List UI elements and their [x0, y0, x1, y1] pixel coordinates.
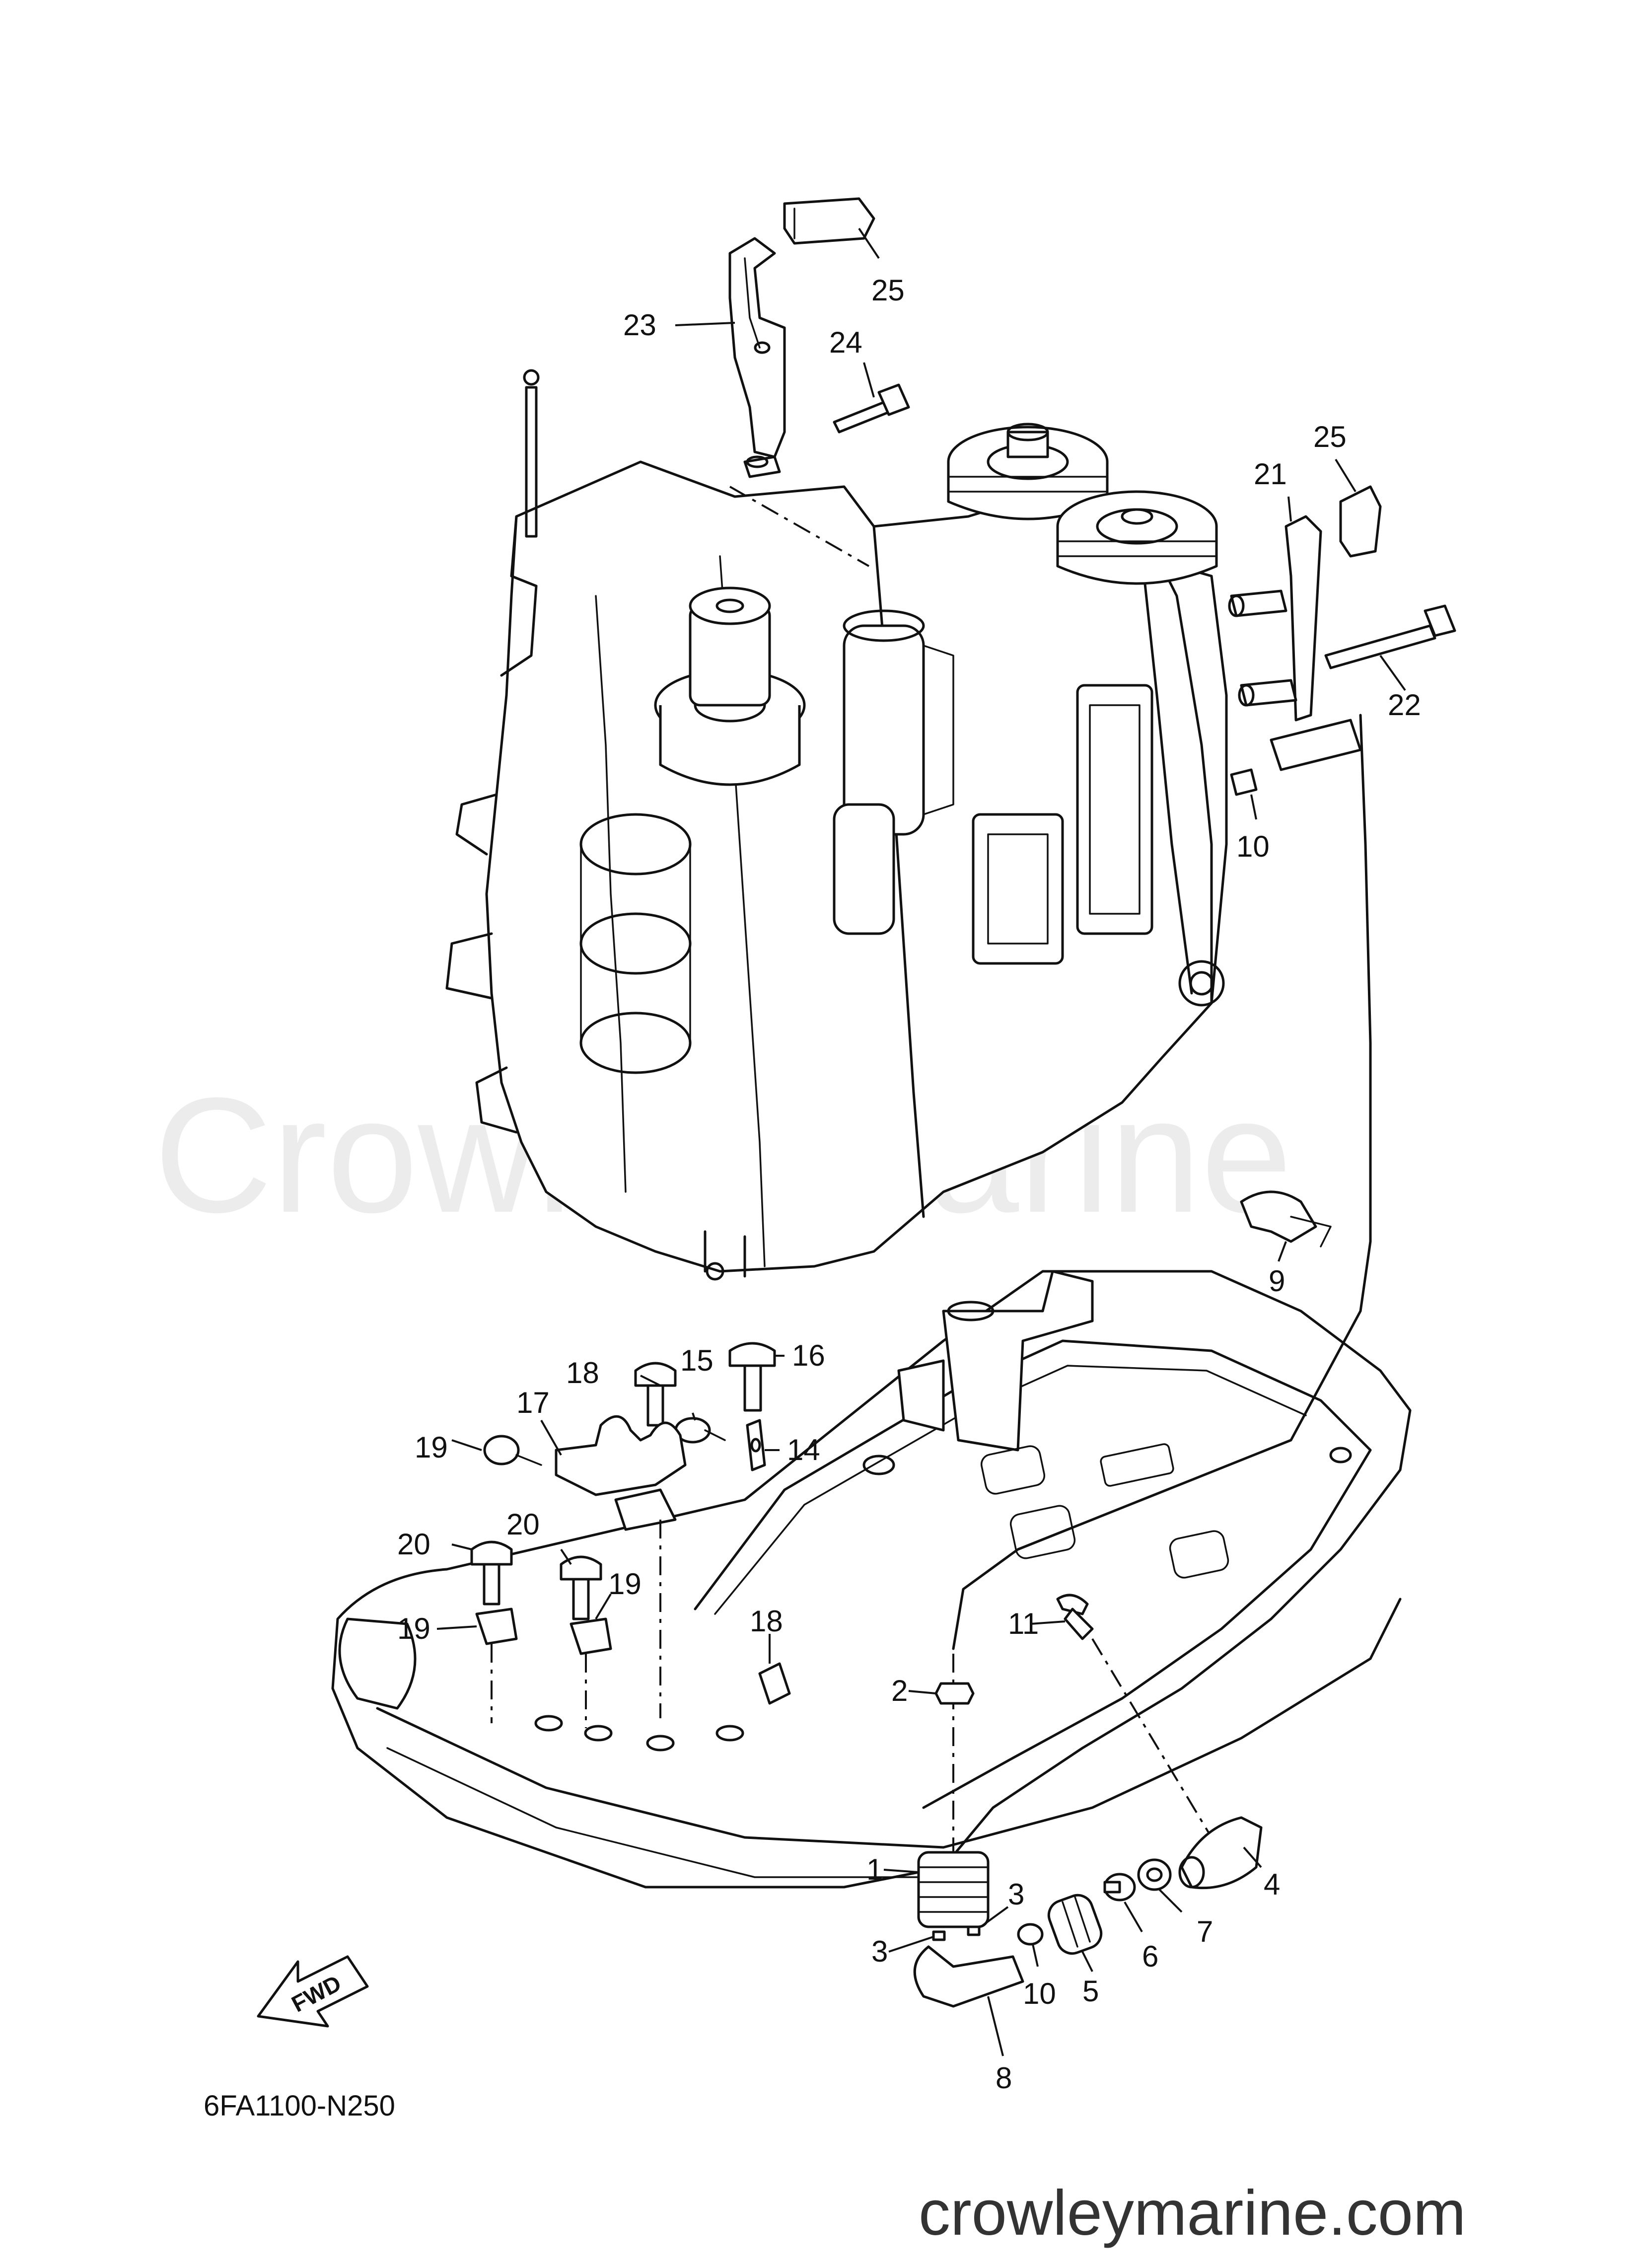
clip-18-drawing	[758, 1662, 791, 1705]
bolt-14-drawing	[728, 1342, 776, 1412]
callout-12: 14	[787, 1433, 820, 1466]
callout-14: 16	[792, 1339, 825, 1372]
callout-3-right: 3	[1008, 1878, 1024, 1911]
cap-25-drawing	[783, 197, 880, 259]
clip-19-left-drawing	[475, 1608, 518, 1723]
cover-4-drawing	[1178, 1816, 1263, 1890]
nut-2-drawing	[934, 1682, 975, 1705]
hose-8-drawing	[913, 1945, 1024, 2008]
clip-19-right-drawing	[570, 1617, 612, 1728]
oring-7-drawing	[1137, 1858, 1172, 1891]
clip-10-lower-drawing	[1017, 1923, 1044, 1946]
strainer-5-drawing	[1047, 1894, 1103, 1955]
bolt-24-drawing	[833, 383, 910, 434]
callout-9: 9	[1269, 1264, 1285, 1298]
clip-13-drawing	[674, 1417, 726, 1444]
nipple-3-drawing	[932, 1925, 981, 1941]
callout-24: 24	[829, 326, 862, 359]
fitting-6-drawing	[1103, 1873, 1136, 1902]
website-link[interactable]: crowleymarine.com	[919, 2178, 1466, 2249]
callout-19-right: 19	[608, 1567, 642, 1601]
callout-11: 11	[1008, 1607, 1039, 1640]
callout-19-left: 19	[397, 1612, 430, 1645]
callout-13: 15	[680, 1344, 714, 1377]
callout-6: 6	[1142, 1940, 1158, 1973]
callout-18: 18	[750, 1605, 783, 1638]
callout-4: 4	[1264, 1868, 1280, 1901]
callout-2: 2	[891, 1674, 908, 1707]
bottom-cowling-drawing	[331, 714, 1412, 1889]
callout-7: 7	[1197, 1915, 1213, 1948]
callout-25-right: 25	[1313, 420, 1347, 453]
leader-lines	[436, 322, 1406, 2056]
callout-1: 1	[866, 1853, 883, 1886]
forward-arrow-icon: FWD	[257, 1955, 369, 2028]
bolt-20-left-drawing	[470, 1540, 513, 1606]
callout-23: 23	[623, 308, 656, 342]
callout-20-right: 20	[506, 1508, 540, 1541]
cap-25-right-drawing	[1339, 485, 1382, 558]
grommet-1-drawing	[917, 1851, 990, 1928]
callout-17: 19	[415, 1431, 448, 1464]
callout-21: 21	[1254, 457, 1287, 491]
clamp-9-drawing	[1240, 1190, 1332, 1247]
callout-3-left: 3	[871, 1935, 888, 1968]
bracket-23-drawing	[728, 237, 869, 567]
bolt-20-right-drawing	[560, 1555, 602, 1620]
bolt-22-drawing	[1324, 604, 1456, 669]
callout-5: 5	[1082, 1975, 1099, 2008]
plate-12-drawing	[746, 1419, 766, 1471]
engine-block-drawing	[445, 369, 1228, 1281]
callout-labels: 25 23 24 25 21 22 10 9 18 15 16 17 19 14…	[397, 274, 1421, 2095]
callout-25-top: 25	[871, 274, 905, 307]
clip-17-drawing	[483, 1435, 542, 1466]
callout-10-upper: 10	[1236, 830, 1270, 863]
bolt-11-drawing	[1056, 1594, 1213, 1838]
part-code: 6FA1100-N250	[204, 2090, 395, 2122]
clip-10-upper-drawing	[1230, 719, 1362, 796]
callout-10-lower: 10	[1023, 1977, 1056, 2010]
bolt-16-drawing	[634, 1362, 677, 1427]
callout-8: 8	[996, 2061, 1012, 2095]
callout-15: 17	[516, 1386, 550, 1419]
callout-22: 22	[1388, 688, 1421, 722]
callout-20-left: 20	[397, 1528, 430, 1561]
bracket-21-drawing	[1228, 515, 1322, 722]
callout-16: 18	[566, 1356, 599, 1390]
holder-15-drawing	[555, 1415, 687, 1531]
